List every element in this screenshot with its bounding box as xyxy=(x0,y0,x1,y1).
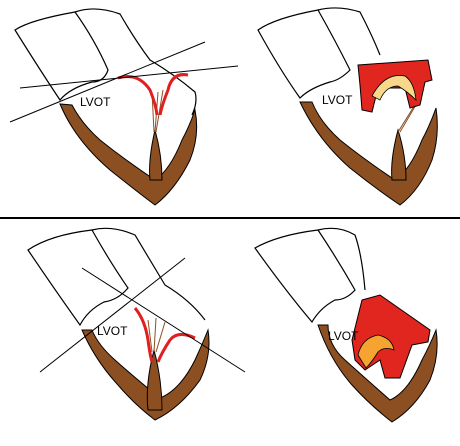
lvot-label: LVOT xyxy=(322,93,353,107)
panel-top-right: LVOT xyxy=(257,7,438,206)
mitral-leaflet-anterior xyxy=(133,307,154,363)
myocardium xyxy=(317,324,438,423)
atrium-outline xyxy=(74,8,197,116)
panel-bottom-left: LVOT xyxy=(27,227,246,421)
atrium-outline xyxy=(317,227,366,291)
papillary-muscle xyxy=(391,128,407,181)
aorta-outline xyxy=(257,9,351,99)
atrium-outline xyxy=(317,7,381,56)
measurement-line-1 xyxy=(39,257,186,373)
mitral-leaflet-posterior xyxy=(156,333,196,363)
device-inner xyxy=(357,334,395,369)
measurement-line-2 xyxy=(19,65,239,89)
aorta-outline xyxy=(27,229,129,327)
lvot-label: LVOT xyxy=(80,95,111,109)
mitral-leaflet-anterior xyxy=(117,75,159,116)
device-red xyxy=(351,294,431,379)
device-inner xyxy=(371,75,417,102)
myocardium xyxy=(299,101,438,206)
atrium-outline xyxy=(91,227,206,321)
lvot-label: LVOT xyxy=(97,324,128,338)
chordae xyxy=(147,317,166,353)
aorta-outline xyxy=(254,229,356,324)
panel-bottom-right: LVOT xyxy=(254,227,438,423)
measurement-line-2 xyxy=(81,267,246,373)
measurement-line-1 xyxy=(9,41,206,123)
mitral-leaflet-posterior xyxy=(158,73,189,116)
papillary-muscle xyxy=(149,129,163,181)
lvot-label: LVOT xyxy=(328,329,359,343)
myocardium xyxy=(81,328,210,421)
panel-top-left: LVOT xyxy=(9,8,239,206)
myocardium xyxy=(59,103,198,206)
